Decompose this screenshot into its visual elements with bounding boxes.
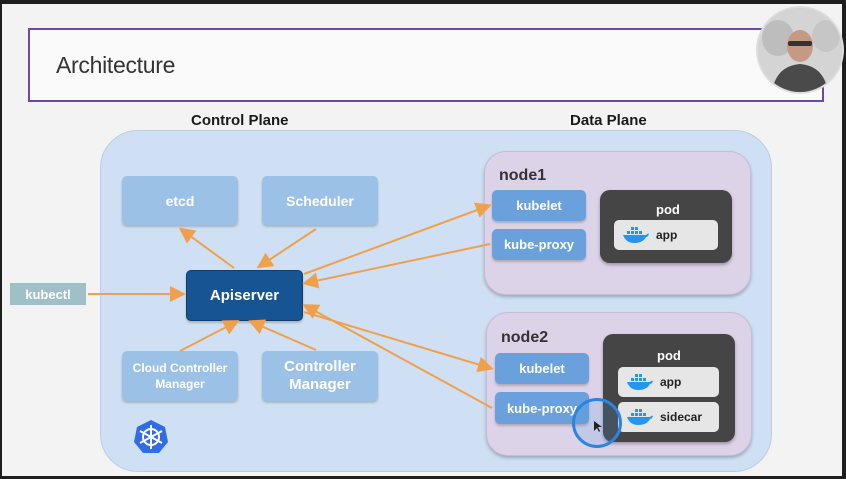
container-label: app <box>660 375 682 389</box>
control-plane-label: Control Plane <box>191 112 289 129</box>
scheduler-box: Scheduler <box>262 176 378 225</box>
node2-kube-proxy: kube-proxy <box>495 392 589 424</box>
node2-container-app: app <box>618 367 719 397</box>
node2-pod-title: pod <box>657 348 681 363</box>
node2-kubelet: kubelet <box>495 353 589 384</box>
docker-whale-icon <box>626 407 654 427</box>
etcd-box: etcd <box>122 176 238 225</box>
cursor-arrow-icon <box>594 420 602 432</box>
docker-whale-icon <box>622 225 650 245</box>
node1-pod: pod app <box>600 190 732 263</box>
node2-pod: pod app sidecar <box>603 334 735 442</box>
docker-whale-icon <box>626 372 654 392</box>
data-plane-label: Data Plane <box>570 112 647 129</box>
presenter-webcam <box>756 6 844 94</box>
kubernetes-logo-icon <box>132 418 170 456</box>
node2-title: node2 <box>501 329 549 346</box>
apiserver-box: Apiserver <box>186 270 303 321</box>
kubectl-box: kubectl <box>10 283 86 305</box>
node1-kubelet: kubelet <box>492 190 586 221</box>
node1-container-app: app <box>614 220 718 250</box>
cursor-highlight <box>572 398 622 448</box>
controller-manager-box: Controller Manager <box>262 351 378 401</box>
node1-pod-title: pod <box>656 202 680 217</box>
node1-kube-proxy: kube-proxy <box>492 229 586 260</box>
title-frame: Architecture <box>28 28 824 102</box>
slide-title: Architecture <box>56 52 176 78</box>
container-label: sidecar <box>660 410 703 424</box>
node2-container-sidecar: sidecar <box>618 402 719 432</box>
node1-title: node1 <box>499 167 547 184</box>
container-label: app <box>656 228 678 242</box>
cloud-controller-manager-box: Cloud Controller Manager <box>122 351 238 401</box>
